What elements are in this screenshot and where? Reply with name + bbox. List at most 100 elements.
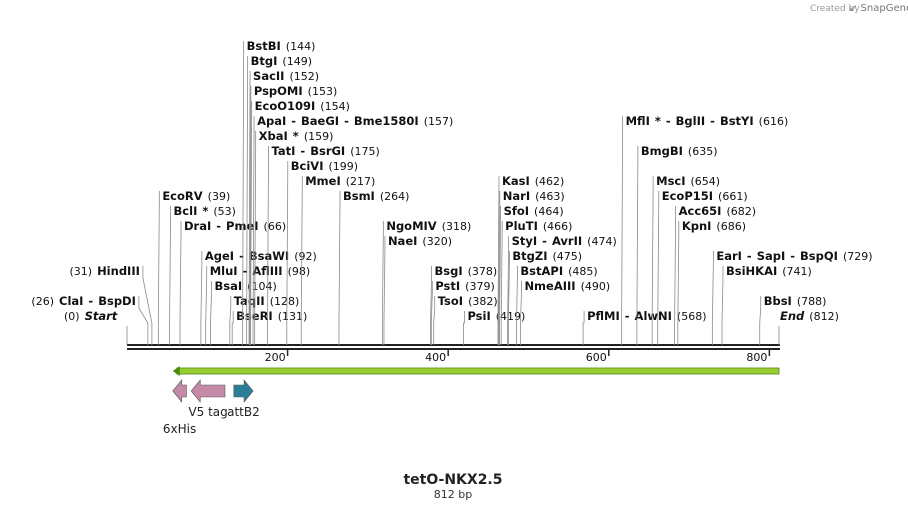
site-label[interactable]: TaqII(128): [234, 294, 300, 308]
site-leader: [254, 131, 257, 345]
site-position: (53): [213, 205, 236, 218]
site-enzyme: -: [542, 234, 547, 248]
site-label[interactable]: BmgBI(635): [641, 144, 718, 158]
feature-6xhis[interactable]: [172, 379, 187, 403]
site-leader: [286, 161, 289, 345]
site-enzyme: SapI: [757, 249, 786, 263]
site-leader: [621, 116, 624, 345]
site-enzyme: -: [300, 144, 305, 158]
site-enzyme: TatI: [272, 144, 296, 158]
site-label[interactable]: AgeI-BsaWI(92): [205, 249, 317, 263]
site-enzyme: AvrII: [552, 234, 582, 248]
site-leader: [157, 191, 160, 345]
site-leader: [516, 266, 518, 345]
site-label[interactable]: (26)ClaI-BspDI: [31, 294, 135, 308]
site-leader: [338, 191, 341, 345]
site-leader: [248, 71, 251, 345]
site-label[interactable]: BsmI(264): [343, 189, 409, 203]
scale-tick-label: 400: [425, 351, 446, 364]
site-enzyme: Bme1580I: [354, 114, 419, 128]
site-label[interactable]: PspOMI(153): [254, 84, 337, 98]
site-label[interactable]: PsiI(419): [467, 309, 525, 323]
site-label[interactable]: SacII(152): [253, 69, 319, 83]
site-enzyme: -: [216, 219, 221, 233]
site-label[interactable]: TatI-BsrGI(175): [272, 144, 380, 158]
site-label[interactable]: TsoI(382): [438, 294, 498, 308]
feature-attb2[interactable]: [233, 379, 254, 403]
site-label[interactable]: NgoMIV(318): [386, 219, 471, 233]
site-label[interactable]: (0)Start: [64, 309, 118, 323]
site-label[interactable]: StyI-AvrII(474): [512, 234, 617, 248]
site-enzyme: PspOMI: [254, 84, 303, 98]
site-label[interactable]: KpnI(686): [682, 219, 746, 233]
site-leader: [674, 206, 677, 345]
site-enzyme: BsaWI: [249, 249, 289, 263]
site-label[interactable]: Acc65I(682): [679, 204, 756, 218]
site-enzyme: Start: [85, 309, 118, 323]
site-enzyme: KasI: [502, 174, 530, 188]
site-label[interactable]: PflMI-AlwNI(568): [587, 309, 706, 323]
site-label[interactable]: MluI-AflIII(98): [210, 264, 311, 278]
site-enzyme: BciVI: [291, 159, 324, 173]
site-label[interactable]: End(812): [780, 309, 839, 323]
site-label[interactable]: BciVI(199): [291, 159, 358, 173]
site-label[interactable]: ApaI-BaeGI-Bme1580I(157): [257, 114, 453, 128]
site-label[interactable]: PluTI(466): [505, 219, 572, 233]
site-label[interactable]: (31)HindIII: [69, 264, 139, 278]
site-label[interactable]: BsgI(378): [435, 264, 498, 278]
site-label[interactable]: PstI(379): [435, 279, 494, 293]
site-leader: [231, 311, 234, 345]
site-label[interactable]: NaeI(320): [388, 234, 452, 248]
site-enzyme: BstAPI: [520, 264, 563, 278]
site-label[interactable]: SfoI(464): [504, 204, 564, 218]
site-enzyme: NmeAIII: [524, 279, 575, 293]
site-enzyme: EcoO109I: [255, 99, 316, 113]
site-position: (788): [797, 295, 827, 308]
site-enzyme: -: [710, 114, 715, 128]
site-label[interactable]: BtgZI(475): [512, 249, 582, 263]
site-leader: [657, 191, 660, 345]
site-label[interactable]: EcoO109I(154): [255, 99, 350, 113]
site-enzyme: BtgI: [251, 54, 278, 68]
site-label[interactable]: BclI*(53): [174, 204, 236, 218]
site-label[interactable]: EarI-SapI-BspQI(729): [716, 249, 872, 263]
site-enzyme: TsoI: [438, 294, 463, 308]
site-enzyme: -: [666, 114, 671, 128]
site-label[interactable]: BtgI (149): [251, 54, 312, 68]
site-label[interactable]: BseRI(131): [236, 309, 307, 323]
site-leader: [759, 296, 762, 345]
site-enzyme: BstBI: [247, 39, 281, 53]
site-label[interactable]: MscI(654): [656, 174, 720, 188]
site-leader: [242, 41, 245, 345]
site-label[interactable]: BsiHKAI(741): [726, 264, 812, 278]
site-label[interactable]: KasI(462): [502, 174, 564, 188]
site-enzyme: *: [655, 114, 661, 128]
site-label[interactable]: BbsI(788): [764, 294, 827, 308]
site-label[interactable]: BstBI(144): [247, 39, 316, 53]
site-leader: [497, 176, 500, 345]
site-position: (463): [535, 190, 565, 203]
site-label[interactable]: BstAPI(485): [520, 264, 597, 278]
site-label[interactable]: NmeAIII(490): [524, 279, 610, 293]
site-enzyme: -: [239, 249, 244, 263]
site-enzyme: -: [747, 249, 752, 263]
site-label[interactable]: NarI(463): [503, 189, 565, 203]
site-label[interactable]: EcoRV(39): [162, 189, 230, 203]
site-label[interactable]: XbaI*(159): [259, 129, 334, 143]
site-label[interactable]: MflI*-BglII-BstYI(616): [626, 114, 789, 128]
site-label[interactable]: MmeI(217): [305, 174, 375, 188]
site-enzyme: End: [780, 309, 805, 323]
site-position: (31): [69, 265, 92, 278]
site-position: (568): [677, 310, 707, 323]
site-enzyme: -: [88, 294, 93, 308]
feature-v5[interactable]: [190, 379, 226, 403]
site-label[interactable]: EcoP15I(661): [662, 189, 748, 203]
site-position: (149): [282, 55, 312, 68]
site-label[interactable]: DraI-PmeI(66): [184, 219, 286, 233]
credit-text: Created by: [810, 4, 860, 14]
scale-tick-label: 600: [586, 351, 607, 364]
site-leader: [210, 281, 212, 345]
site-leader: [430, 266, 432, 345]
site-position: (682): [726, 205, 756, 218]
